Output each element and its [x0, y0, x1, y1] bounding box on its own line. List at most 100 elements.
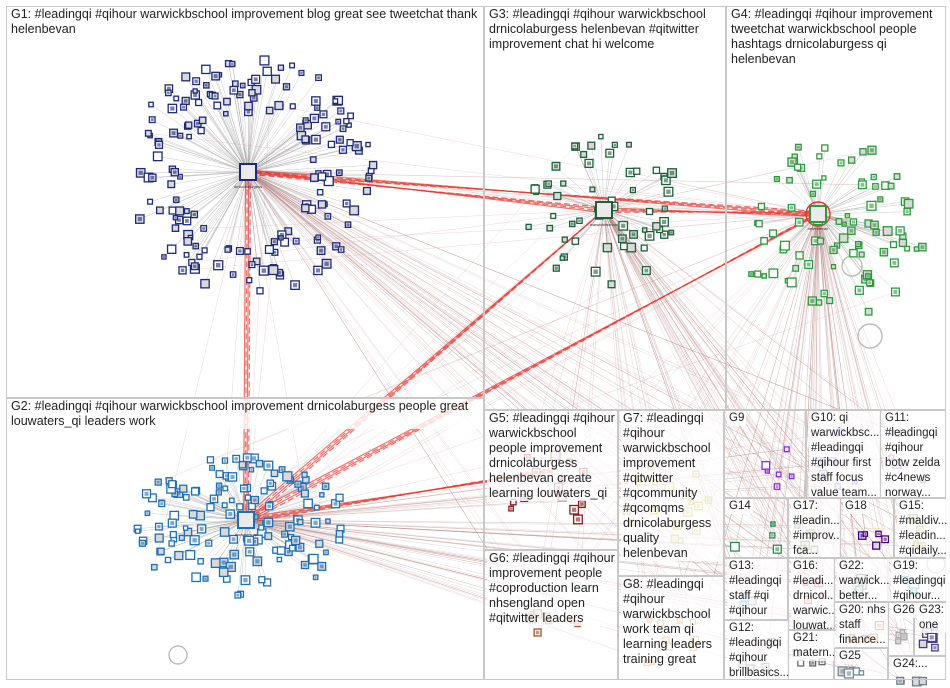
graph-node[interactable]	[229, 271, 237, 278]
graph-node[interactable]	[875, 530, 882, 538]
graph-node[interactable]	[339, 125, 347, 133]
graph-node[interactable]	[196, 253, 203, 260]
graph-node[interactable]	[569, 504, 580, 515]
graph-node[interactable]	[148, 101, 154, 108]
graph-node[interactable]	[618, 220, 629, 231]
graph-node[interactable]	[284, 521, 295, 532]
graph-node[interactable]	[211, 92, 219, 100]
graph-node[interactable]	[174, 550, 184, 561]
graph-node[interactable]	[259, 55, 270, 66]
graph-node[interactable]	[177, 132, 184, 139]
graph-node[interactable]	[258, 524, 265, 531]
graph-node[interactable]	[242, 453, 252, 463]
graph-node[interactable]	[288, 544, 296, 552]
graph-node[interactable]	[841, 221, 847, 227]
graph-node[interactable]	[368, 160, 378, 170]
graph-node[interactable]	[858, 251, 865, 258]
graph-node[interactable]	[134, 528, 141, 534]
graph-node[interactable]	[619, 242, 628, 251]
graph-node[interactable]	[298, 69, 305, 77]
graph-node[interactable]	[821, 144, 829, 152]
graph-node[interactable]	[263, 517, 274, 528]
graph-node[interactable]	[183, 236, 193, 246]
graph-node[interactable]	[598, 133, 604, 140]
graph-node[interactable]	[238, 460, 247, 469]
graph-node[interactable]	[316, 188, 324, 196]
graph-node[interactable]	[206, 456, 215, 464]
graph-node[interactable]	[297, 519, 304, 526]
graph-node[interactable]	[248, 466, 255, 473]
graph-node[interactable]	[244, 101, 253, 111]
graph-node[interactable]	[611, 141, 618, 148]
graph-node[interactable]	[244, 248, 251, 255]
graph-node[interactable]	[256, 287, 264, 295]
graph-node[interactable]	[807, 296, 818, 306]
graph-node[interactable]	[660, 230, 669, 239]
graph-node[interactable]	[602, 242, 613, 253]
graph-node[interactable]	[223, 110, 229, 117]
graph-node[interactable]	[313, 504, 320, 511]
graph-node[interactable]	[508, 505, 515, 512]
graph-node[interactable]	[550, 212, 557, 220]
graph-node[interactable]	[729, 541, 740, 552]
graph-node[interactable]	[292, 237, 300, 245]
graph-node[interactable]	[545, 180, 552, 187]
graph-node[interactable]	[668, 229, 675, 236]
graph-node[interactable]	[289, 62, 296, 69]
graph-node[interactable]	[167, 103, 178, 114]
graph-node[interactable]	[300, 489, 309, 498]
graph-node[interactable]	[157, 547, 165, 556]
graph-node[interactable]	[166, 244, 177, 254]
graph-node[interactable]	[867, 145, 877, 155]
graph-node[interactable]	[773, 483, 781, 490]
graph-node[interactable]	[315, 74, 322, 82]
graph-node[interactable]	[192, 242, 200, 250]
graph-node[interactable]	[809, 190, 817, 197]
graph-node[interactable]	[178, 534, 185, 542]
graph-node[interactable]	[167, 180, 176, 189]
graph-node[interactable]	[235, 246, 244, 256]
graph-node[interactable]	[324, 212, 332, 220]
graph-node[interactable]	[148, 173, 157, 182]
graph-node[interactable]	[315, 539, 324, 548]
graph-node[interactable]	[829, 245, 838, 255]
graph-node[interactable]	[185, 549, 196, 561]
graph-node[interactable]	[553, 191, 562, 201]
graph-node[interactable]	[255, 459, 264, 468]
graph-node[interactable]	[788, 473, 795, 480]
graph-node[interactable]	[787, 157, 797, 167]
graph-node[interactable]	[571, 237, 580, 245]
graph-node[interactable]	[768, 268, 779, 279]
graph-node[interactable]	[335, 118, 342, 125]
graph-node[interactable]	[210, 558, 221, 569]
graph-node[interactable]	[794, 143, 802, 151]
graph-node[interactable]	[757, 202, 766, 211]
graph-node[interactable]	[858, 670, 865, 676]
graph-node[interactable]	[154, 522, 163, 531]
graph-node[interactable]	[641, 266, 651, 276]
graph-node[interactable]	[168, 540, 175, 547]
graph-node[interactable]	[173, 95, 180, 102]
graph-node[interactable]	[826, 297, 834, 305]
graph-node[interactable]	[282, 83, 291, 91]
graph-node[interactable]	[533, 628, 542, 637]
graph-node[interactable]	[335, 135, 344, 144]
graph-node[interactable]	[332, 98, 339, 105]
graph-node[interactable]	[931, 643, 939, 652]
graph-node[interactable]	[862, 531, 869, 537]
graph-node[interactable]	[552, 264, 560, 272]
graph-node[interactable]	[134, 214, 145, 224]
graph-node[interactable]	[769, 532, 776, 539]
graph-node[interactable]	[225, 509, 236, 519]
graph-node[interactable]	[250, 495, 259, 505]
graph-node[interactable]	[652, 222, 661, 231]
graph-node[interactable]	[154, 140, 164, 149]
graph-node[interactable]	[317, 561, 327, 571]
graph-node[interactable]	[760, 237, 768, 245]
graph-node[interactable]	[184, 121, 193, 129]
graph-node[interactable]	[313, 265, 323, 276]
graph-node[interactable]	[755, 220, 763, 228]
graph-node[interactable]	[775, 471, 782, 478]
graph-node[interactable]	[258, 576, 266, 584]
graph-node[interactable]	[821, 175, 827, 181]
